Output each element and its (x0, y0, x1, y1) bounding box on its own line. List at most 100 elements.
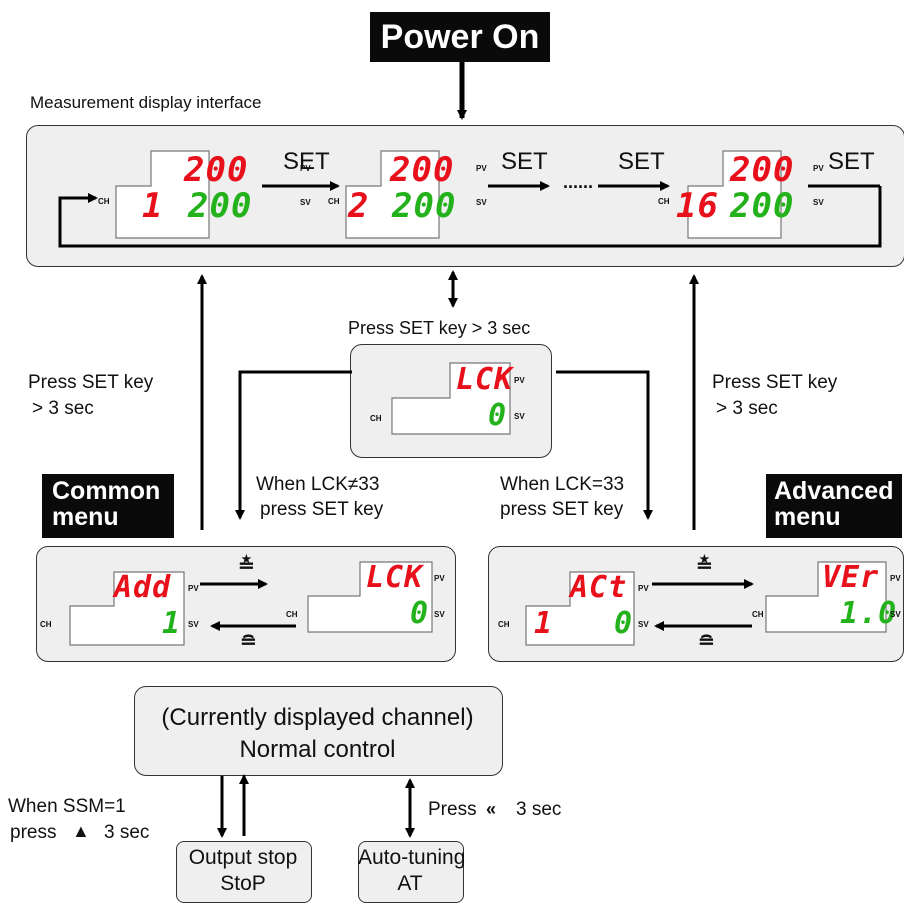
stop-box-line2: StoP (220, 872, 266, 895)
at-box-line2: AT (397, 872, 423, 895)
ch-value: 1 (534, 606, 554, 641)
display-frame (115, 150, 210, 239)
display-unit-ch1: CH 200 PV 1 200 SV (96, 150, 311, 240)
lck-not-33-label: When LCK≠33 (256, 474, 380, 495)
sv-label: SV (638, 620, 649, 629)
chevron-down-icon: ≛ (696, 555, 713, 577)
chevron-down-icon: ≛ (238, 555, 255, 577)
set-label-3: SET (618, 148, 665, 175)
right-press-time-label: > 3 sec (716, 398, 778, 419)
pv-label: PV (890, 574, 901, 583)
common-menu-tag: Common menu (42, 474, 174, 538)
display-unit-ver: CH VEr PV 1.0 SV (752, 560, 902, 650)
pv-value: Add (114, 570, 172, 605)
pv-label: PV (813, 164, 824, 173)
display-unit-act: CH ACt PV 1 0 SV (498, 560, 652, 650)
sv-value: 1 (162, 606, 182, 641)
at-box-line1: Auto-tuning (358, 846, 466, 869)
pv-value: LCK (366, 560, 424, 595)
sv-label: SV (813, 198, 824, 207)
press-set-3sec-label: Press SET key > 3 sec (348, 318, 531, 338)
left-press-time-label: > 3 sec (32, 398, 94, 419)
sv-label: SV (890, 610, 901, 619)
display-frame (525, 571, 635, 646)
double-left-icon: « (486, 799, 497, 819)
sv-value: 200 (730, 186, 795, 226)
sv-value: 200 (188, 186, 253, 226)
sv-value: 200 (392, 186, 457, 226)
power-on-label: Power On (370, 12, 550, 62)
set-label-2: SET (501, 148, 548, 175)
ch-value: 1 (142, 186, 164, 226)
sv-value: 0 (614, 606, 634, 641)
set-label-4: SET (828, 148, 875, 175)
left-press-set-label: Press SET key (28, 372, 154, 393)
pv-value: LCK (456, 362, 514, 397)
display-frame (345, 150, 440, 239)
ssm-press-label: press (10, 822, 57, 843)
sv-label: SV (434, 610, 445, 619)
display-frame (765, 561, 887, 633)
ch-label: CH (286, 610, 298, 619)
ssm-time-label: 3 sec (104, 822, 150, 843)
output-stop-box (176, 841, 312, 903)
common-menu-line1: Common (52, 477, 161, 505)
chevron-up-icon: ≘ (698, 631, 715, 653)
lck-not-33-press-label: press SET key (260, 499, 384, 520)
ch-label: CH (498, 620, 510, 629)
sv-value: 1.0 (840, 596, 898, 631)
pv-value: ACt (570, 570, 628, 605)
double-up-icon: ▲ (72, 821, 90, 841)
pv-label: PV (434, 574, 445, 583)
sv-label: SV (476, 198, 487, 207)
measurement-title: Measurement display interface (30, 93, 262, 112)
display-frame (687, 150, 782, 239)
sv-value: 0 (410, 596, 430, 631)
pv-value: 200 (184, 150, 249, 190)
chevron-up-icon: ≘ (240, 631, 257, 653)
pv-label: PV (638, 584, 649, 593)
advanced-menu-line2: menu (774, 503, 841, 532)
sv-label: SV (188, 620, 199, 629)
ch-label: CH (370, 414, 382, 423)
ch-label: CH (40, 620, 52, 629)
display-unit-ch16: CH 200 PV 16 200 SV (658, 150, 824, 240)
lck-eq-33-press-label: press SET key (500, 499, 624, 520)
normal-box-line1: (Currently displayed channel) (161, 704, 474, 731)
pv-value: 200 (390, 150, 455, 190)
ch-label: CH (658, 197, 670, 206)
pv-label: PV (514, 376, 525, 385)
ssm-condition-label: When SSM=1 (8, 796, 126, 817)
display-unit-lck-menu: CH LCK PV 0 SV (286, 560, 450, 650)
display-unit-lock: CH LCK PV 0 SV (370, 362, 530, 452)
ch-value: 2 (348, 186, 370, 226)
pv-value: VEr (822, 560, 880, 595)
press-at-label: Press (428, 799, 477, 820)
sv-label: SV (300, 198, 311, 207)
advanced-menu-line1: Advanced (774, 477, 894, 505)
normal-box-line2: Normal control (239, 736, 396, 763)
ch-label: CH (328, 197, 340, 206)
advanced-menu-tag: Advanced menu (766, 474, 902, 538)
common-menu-line2: menu (52, 503, 119, 532)
display-unit-ch2: CH 200 PV 2 200 SV (326, 150, 487, 240)
pv-label: PV (300, 164, 311, 173)
auto-tuning-box (358, 841, 464, 903)
pv-label: PV (188, 584, 199, 593)
ellipsis-dots: ...... (563, 172, 594, 192)
normal-control-box (134, 686, 503, 776)
pv-value: 200 (730, 150, 795, 190)
ch-label: CH (752, 610, 764, 619)
lck-eq-33-label: When LCK=33 (500, 474, 625, 495)
sv-label: SV (514, 412, 525, 421)
pv-label: PV (476, 164, 487, 173)
display-unit-add: CH Add PV 1 SV (40, 560, 204, 650)
stop-box-line1: Output stop (188, 846, 298, 869)
sv-value: 0 (488, 398, 508, 433)
set-label-1: SET (283, 148, 330, 175)
press-at-time-label: 3 sec (516, 799, 562, 820)
display-frame (69, 571, 185, 646)
ch-label: CH (98, 197, 110, 206)
right-press-set-label: Press SET key (712, 372, 838, 393)
